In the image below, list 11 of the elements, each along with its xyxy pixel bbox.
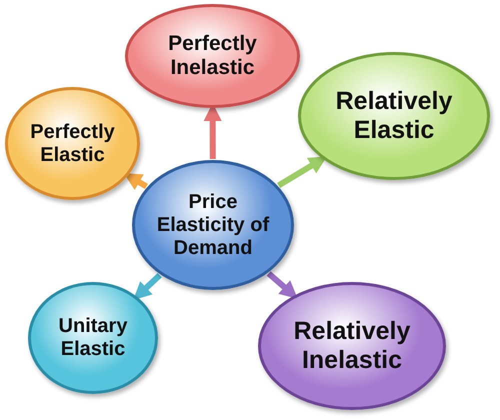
node-label: Relatively Elastic xyxy=(334,87,454,145)
arrow xyxy=(277,156,327,188)
ellipse-node xyxy=(28,282,158,394)
node-label: Price Elasticity of Demand xyxy=(156,190,270,260)
arrow xyxy=(133,272,162,300)
node-label: Perfectly Inelastic xyxy=(167,32,258,80)
arrow xyxy=(266,271,298,299)
ellipse-node xyxy=(132,160,294,290)
node-label: Perfectly Elastic xyxy=(29,120,116,166)
node-label: Unitary Elastic xyxy=(58,315,128,361)
node-label: Relatively Inelastic xyxy=(292,317,412,375)
